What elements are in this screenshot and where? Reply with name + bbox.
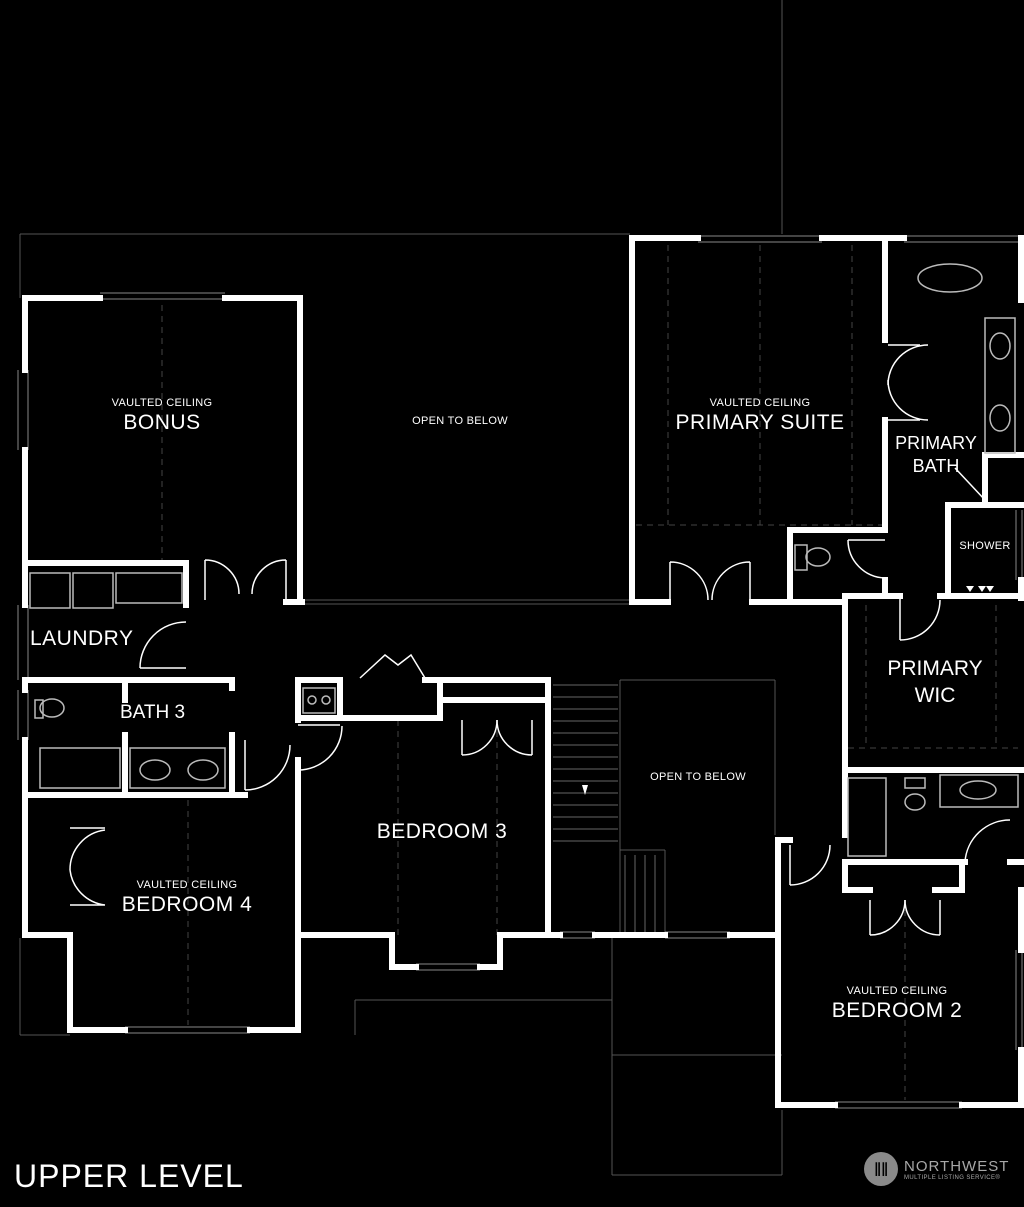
primary-suite-note: VAULTED CEILING	[709, 397, 811, 409]
primary-suite-label: VAULTED CEILING PRIMARY SUITE	[660, 397, 860, 434]
open-to-below-2: OPEN TO BELOW	[650, 771, 746, 783]
bedroom4-label: VAULTED CEILING BEDROOM 4	[102, 879, 272, 916]
bedroom3-label: BEDROOM 3	[376, 820, 508, 843]
staircase	[553, 684, 656, 932]
primary-bath-line1: PRIMARY	[895, 433, 977, 453]
primary-bath-label: PRIMARY BATH	[886, 432, 986, 477]
primary-wic-line2: WIC	[914, 684, 956, 708]
exterior-outline	[19, 0, 783, 1176]
primary-bath-line2: BATH	[912, 455, 960, 476]
bath3-label: BATH 3	[119, 702, 186, 723]
primary-wic-label: PRIMARY WIC	[870, 655, 1000, 710]
logo-mark-icon: ∥∥	[864, 1152, 898, 1186]
open-to-below-1: OPEN TO BELOW	[412, 415, 508, 427]
fixtures	[29, 263, 1019, 857]
nwmls-logo: ∥∥ NORTHWEST MULTIPLE LISTING SERVICE®	[864, 1152, 1009, 1186]
door-swings	[69, 344, 1011, 936]
bedroom4-name: BEDROOM 4	[121, 892, 253, 916]
logo-name: NORTHWEST	[904, 1157, 1010, 1175]
laundry-label: LAUNDRY	[30, 627, 134, 650]
logo-tagline: MULTIPLE LISTING SERVICE®	[904, 1174, 1001, 1181]
primary-wic-line1: PRIMARY	[887, 657, 983, 680]
bedroom2-label: VAULTED CEILING BEDROOM 2	[812, 985, 982, 1022]
bonus-name: BONUS	[123, 410, 201, 434]
bedroom2-note: VAULTED CEILING	[846, 985, 948, 997]
windows	[17, 235, 1023, 1109]
bonus-label: VAULTED CEILING BONUS	[92, 397, 232, 434]
shower-label: SHOWER	[959, 540, 1011, 552]
ceiling-lines	[161, 245, 1018, 1100]
bonus-note: VAULTED CEILING	[111, 397, 213, 409]
primary-suite-name: PRIMARY SUITE	[675, 410, 845, 434]
walls	[22, 235, 1024, 1108]
bedroom2-name: BEDROOM 2	[831, 998, 963, 1022]
shower-arrows	[582, 586, 994, 795]
level-title: UPPER LEVEL	[14, 1158, 244, 1194]
bedroom4-note: VAULTED CEILING	[136, 879, 238, 891]
